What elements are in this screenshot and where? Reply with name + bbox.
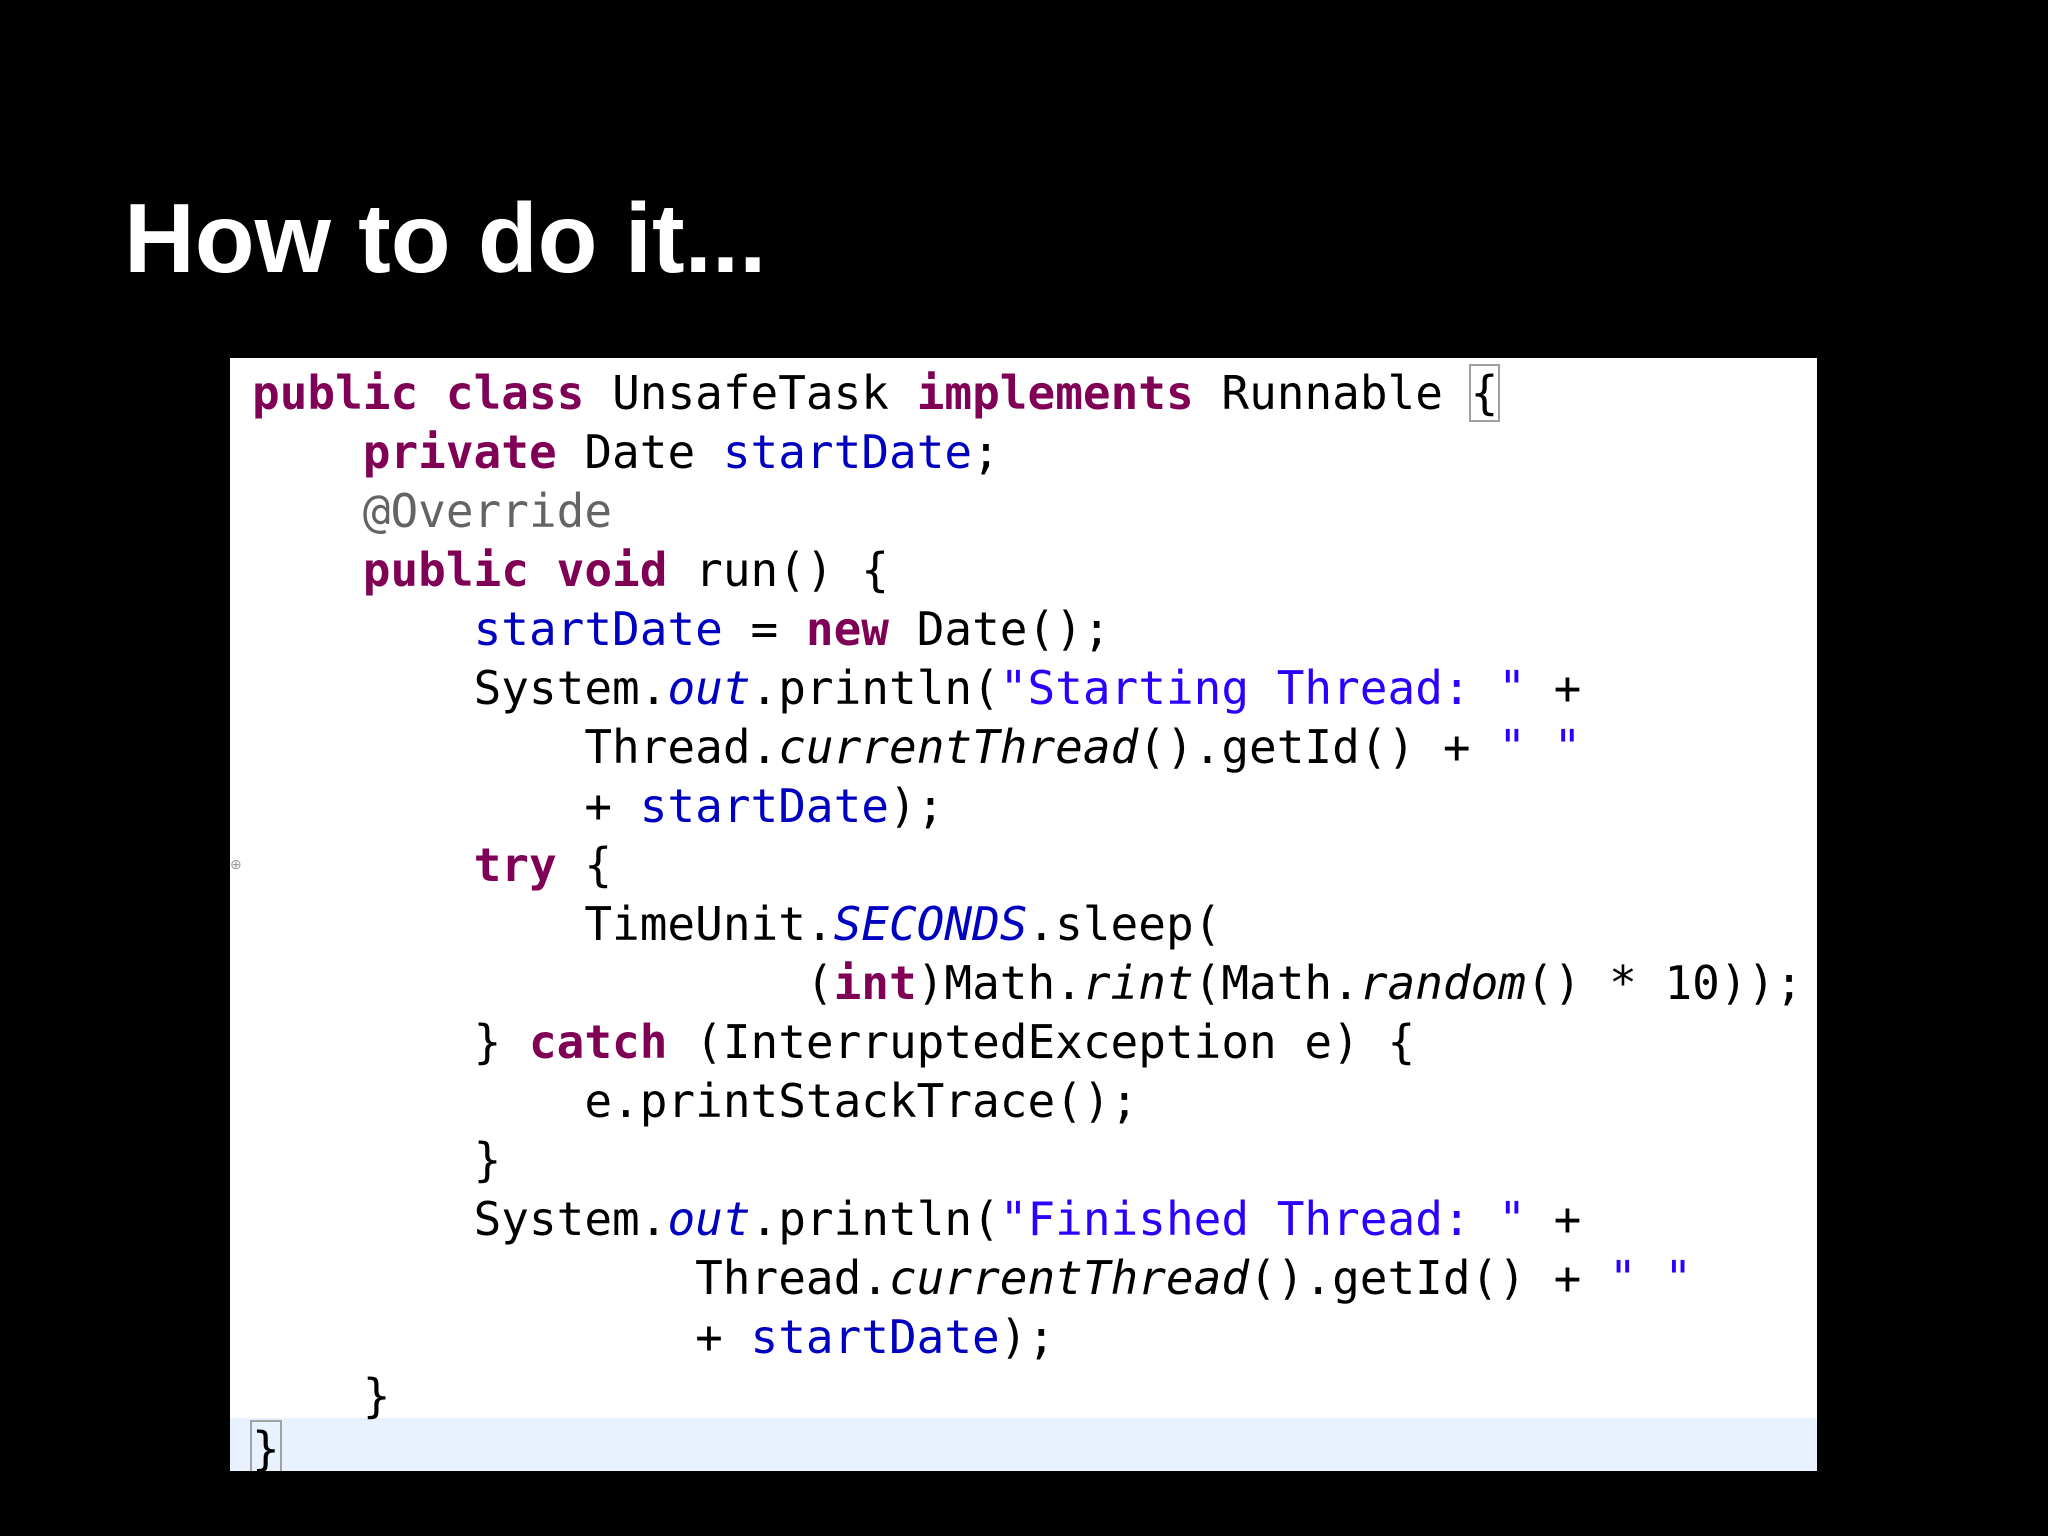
current-line-highlight [230,1418,1817,1471]
string-literal: " " [1609,1251,1693,1305]
code-line-15: System.out.println("Finished Thread: " + [473,1192,1582,1246]
keyword: catch [528,1015,668,1069]
code-line-1: public class UnsafeTask implements Runna… [252,364,1501,423]
static-field: out [667,1192,751,1246]
interface-name: Runnable [1221,366,1443,420]
static-method: currentThread [778,720,1139,774]
code-line-12: } catch (InterruptedException e) { [473,1015,1416,1069]
static-method: currentThread [888,1251,1250,1305]
class-name: UnsafeTask [612,366,890,420]
code-line-14: } [473,1133,502,1187]
code-line-19[interactable]: } [250,1420,282,1471]
code-line-4: public void run() { [362,543,890,597]
code-line-17: + startDate); [695,1310,1056,1364]
code-line-8: + startDate); [584,779,945,833]
slide-title: How to do it... [124,183,767,293]
code-line-3: @Override [252,482,612,541]
code-line-7: Thread.currentThread().getId() + " " [584,720,1582,774]
static-method: rint [1082,956,1194,1010]
keyword: class [445,366,585,420]
keyword: private [362,425,557,479]
static-method: random [1359,956,1526,1010]
code-line-18: } [362,1369,391,1423]
string-literal: "Starting Thread: " [999,661,1526,715]
string-literal: "Finished Thread: " [999,1192,1526,1246]
code-line-11: (int)Math.rint(Math.random() * 10)); [805,956,1803,1010]
field-name: startDate [639,779,889,833]
code-line-5: startDate = new Date(); [473,602,1111,656]
keyword: implements [916,366,1194,420]
matching-brace: { [1468,364,1501,422]
matching-brace: } [250,1420,282,1471]
keyword: int [833,956,917,1010]
string-literal: " " [1498,720,1582,774]
annotation: @Override [362,484,613,538]
code-line-13: e.printStackTrace(); [584,1074,1139,1128]
field-name: startDate [473,602,723,656]
code-editor-panel: ⊕ public class UnsafeTask implements Run… [230,358,1817,1471]
code-line-16: Thread.currentThread().getId() + " " [695,1251,1693,1305]
code-line-2: private Date startDate; [362,425,1000,479]
field-name: startDate [722,425,973,479]
keyword: public [362,543,529,597]
code-line-6: System.out.println("Starting Thread: " + [473,661,1582,715]
keyword: public [252,366,419,420]
keyword: void [556,543,668,597]
code-line-9: try { [473,838,613,892]
keyword: new [805,602,889,656]
static-field: out [667,661,751,715]
fold-marker-icon[interactable]: ⊕ [230,856,242,872]
static-field: SECONDS [833,897,1028,951]
code-line-10: TimeUnit.SECONDS.sleep( [584,897,1222,951]
keyword: try [473,838,557,892]
field-name: startDate [750,1310,1000,1364]
type-name: Date [584,425,696,479]
